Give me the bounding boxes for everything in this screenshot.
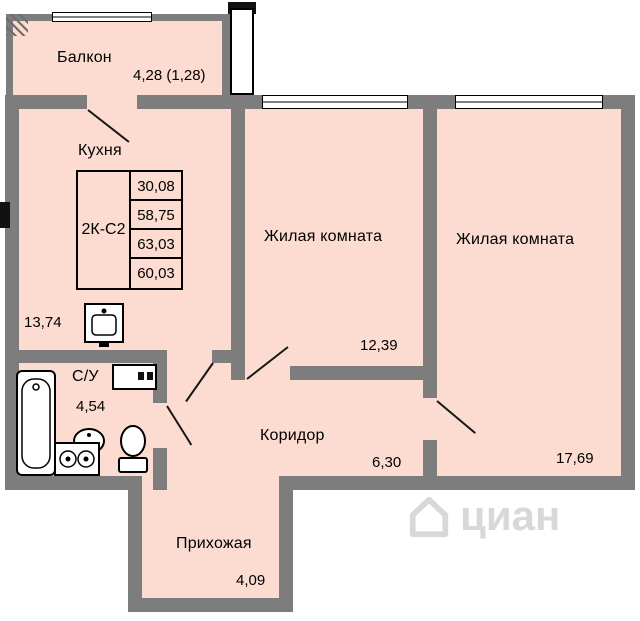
wall-bottom-left (5, 476, 138, 490)
room-label-living2: Жилая комната (456, 231, 575, 248)
room-area-bathroom: 4,54 (76, 398, 106, 415)
hallway-wall-bottom (128, 598, 293, 612)
room-area-hallway: 4,09 (236, 572, 266, 589)
room-label-balcony: Балкон (57, 49, 112, 66)
wall-bathroom-top (5, 350, 167, 363)
balcony-wall-left (6, 14, 13, 95)
wall-top-3 (245, 95, 262, 109)
spec-value-row3: 63,03 (131, 230, 181, 259)
wall-living1-living2-b (423, 440, 437, 490)
wall-kitchen-living1 (231, 95, 245, 380)
room-area-living1: 12,39 (360, 337, 398, 354)
toilet-icon (118, 425, 148, 473)
wall-top-5 (437, 95, 455, 109)
wall-right (621, 95, 635, 490)
balcony-hatch-corner (6, 14, 28, 36)
kitchen-sink-icon (84, 303, 124, 347)
wall-kitchen-corridor (212, 350, 245, 363)
room-hallway (128, 476, 293, 612)
spec-table: 2К-С2 30,08 58,75 63,03 60,03 (76, 170, 183, 290)
room-label-kitchen: Кухня (78, 142, 122, 159)
wall-bottom-right (283, 476, 635, 490)
balcony-window (52, 12, 152, 22)
watermark-text: циан (460, 492, 561, 539)
room-area-balcony: 4,28 (1,28) (133, 67, 206, 84)
room-balcony (6, 14, 229, 95)
room-label-bathroom: С/У (72, 368, 99, 385)
wall-bathroom-right-b (153, 448, 167, 490)
room-main-body (5, 95, 635, 490)
room-label-corridor: Коридор (260, 427, 325, 444)
ventilation-shaft (230, 8, 254, 95)
balcony-wall-right (222, 14, 230, 95)
spec-value-row2: 58,75 (131, 201, 181, 230)
wall-living1-living2-a (423, 95, 437, 398)
wall-top-1 (5, 95, 87, 109)
window-living2 (455, 95, 603, 109)
window-living1 (262, 95, 408, 109)
room-area-living2: 17,69 (556, 450, 594, 467)
spec-value-row4: 60,03 (137, 265, 175, 282)
watermark: циан (406, 492, 560, 540)
room-area-corridor: 6,30 (372, 454, 402, 471)
hallway-wall-right (279, 476, 293, 612)
wall-left (5, 95, 19, 490)
watermark-house-icon (409, 496, 449, 538)
wall-corridor-living1 (290, 366, 423, 380)
bathtub-icon (16, 370, 56, 476)
room-label-living1: Жилая комната (264, 228, 383, 245)
wall-notch-left (0, 202, 10, 228)
wall-top-2 (137, 95, 231, 109)
hallway-wall-left (128, 476, 142, 612)
unit-type-label: 2К-С2 (78, 172, 131, 288)
double-sink-icon (54, 442, 100, 476)
wall-top-4 (408, 95, 423, 109)
spec-value-row1: 30,08 (131, 172, 181, 201)
room-label-hallway: Прихожая (176, 535, 252, 552)
washing-machine-icon (112, 364, 157, 390)
spec-values: 30,08 58,75 63,03 60,03 (131, 172, 181, 288)
room-area-kitchen: 13,74 (24, 314, 62, 331)
